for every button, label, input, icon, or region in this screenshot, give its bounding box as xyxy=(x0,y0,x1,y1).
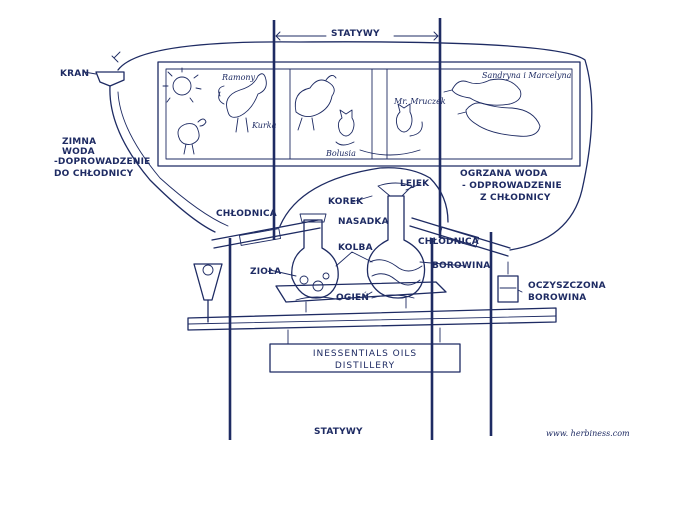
hoses xyxy=(109,41,593,251)
label-chlodnica-right: CHŁODNICA xyxy=(418,237,479,247)
caption-kurka: Kurka xyxy=(251,121,277,130)
chick-drawing xyxy=(177,118,207,155)
sign-line-2: DISTILLERY xyxy=(335,361,395,371)
label-statywy-bottom: STATYWY xyxy=(314,427,363,437)
condenser-left xyxy=(211,219,321,249)
label-ogrzana-woda-1: OGRZANA WODA xyxy=(460,169,548,179)
shelf xyxy=(187,307,557,331)
condenser-right xyxy=(409,217,511,257)
label-ziola: ZIOŁA xyxy=(250,267,281,277)
label-oczyszczona-1: OCZYSZCZONA xyxy=(528,281,606,291)
distillery-sign: INESSENTIALS OILS DISTILLERY xyxy=(269,327,461,373)
tap-icon xyxy=(95,51,125,87)
label-kolba: KOLBA xyxy=(338,243,373,253)
label-oczyszczona-2: BOROWINA xyxy=(528,293,586,303)
caption-ramony: Ramony xyxy=(221,73,256,82)
website-signature: www. herbiness.com xyxy=(546,429,630,438)
flask-left xyxy=(291,213,339,299)
label-ogien: OGIEŃ xyxy=(336,291,369,303)
label-kran: KRAN xyxy=(60,69,89,79)
cat-drawing-right xyxy=(395,103,423,137)
label-lejek: LEJEK xyxy=(400,179,430,189)
statywy-top-arrow xyxy=(275,31,439,41)
label-statywy-top: STATYWY xyxy=(331,29,380,39)
separatory-funnel xyxy=(193,263,223,323)
flask-right xyxy=(366,182,426,299)
rooster-drawing xyxy=(218,73,267,133)
label-zimna-woda-4: DO CHŁODNICY xyxy=(54,169,134,179)
label-korek: KOREK xyxy=(328,197,364,207)
hen-drawing xyxy=(294,75,337,131)
sign-line-1: INESSENTIALS OILS xyxy=(313,349,417,359)
sun-drawing xyxy=(162,67,202,103)
beaker-right xyxy=(497,261,519,303)
annotation-labels: STATYWY STATYWY KRAN ZIMNA WODA -DOPROWA… xyxy=(54,29,606,437)
caption-sandryna: Sandryna i Marcelyna xyxy=(482,71,572,80)
duck-drawing-top xyxy=(443,78,522,106)
stands xyxy=(228,18,493,440)
label-zimna-woda-2: WODA xyxy=(62,147,95,157)
label-leader-lines xyxy=(83,71,523,299)
label-zimna-woda-3: -DOPROWADZENIE xyxy=(54,157,151,167)
duck-drawing-bottom xyxy=(457,102,541,137)
label-chlodnica-left: CHŁODNICA xyxy=(216,209,277,219)
label-nasadka: NASADKA xyxy=(338,217,389,227)
label-ogrzana-woda-3: Z CHŁODNICY xyxy=(480,193,551,203)
wall-picture: Ramony Kurka Bolusia Mr. Mruczek Sandryn… xyxy=(157,61,581,167)
heating-plate xyxy=(275,281,447,313)
cat-drawing-left xyxy=(335,109,355,146)
caption-mruczek: Mr. Mruczek xyxy=(393,97,446,106)
label-ogrzana-woda-2: - ODPROWADZENIE xyxy=(462,181,562,191)
adapter-connector xyxy=(335,251,373,267)
label-zimna-woda-1: ZIMNA xyxy=(62,137,96,147)
caption-bolusia: Bolusia xyxy=(325,149,356,158)
